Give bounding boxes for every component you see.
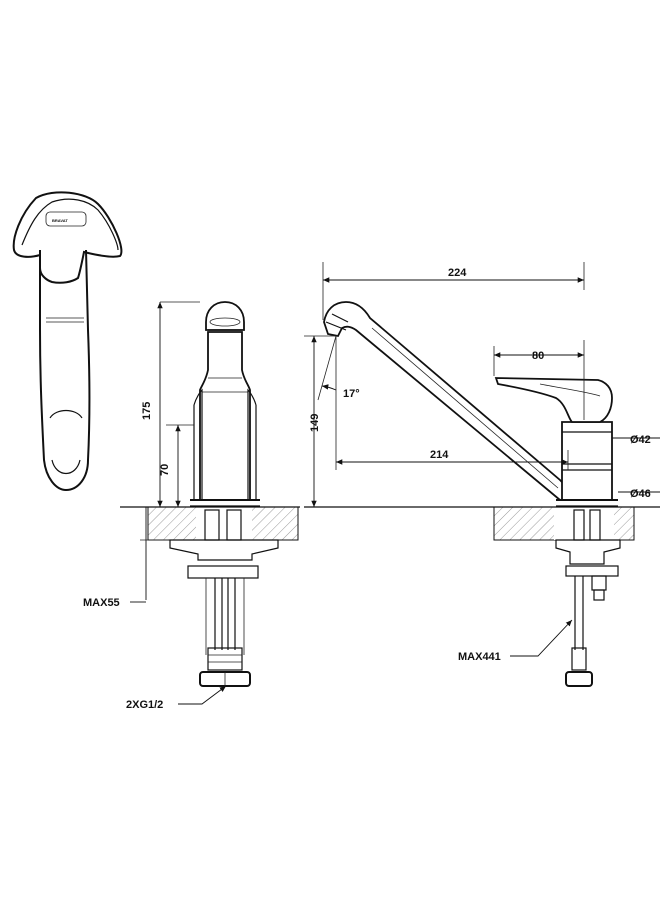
dim-height-mid: 70 — [159, 464, 171, 476]
dim-diameter-upper: Ø42 — [630, 434, 651, 446]
dim-max-hose: MAX441 — [458, 651, 501, 663]
dim-max-deck: MAX55 — [83, 597, 120, 609]
front-view: 224 80 149 17° 214 Ø42 Ø46 MAX441 — [304, 262, 660, 687]
side-view: 175 70 MAX55 2XG1/2 — [83, 301, 300, 711]
dim-thread: 2XG1/2 — [126, 699, 163, 711]
dim-overall-length: 224 — [448, 267, 467, 279]
top-view-handle: BRAVAT — [12, 191, 123, 492]
dim-spout-reach: 214 — [430, 449, 449, 461]
dim-height-total: 175 — [141, 402, 153, 420]
dim-diameter-base: Ø46 — [630, 488, 651, 500]
dim-spout-angle: 17° — [343, 388, 360, 400]
dim-spout-height: 149 — [309, 414, 321, 432]
dim-handle-offset: 80 — [532, 350, 544, 362]
logo-text: BRAVAT — [52, 218, 68, 223]
